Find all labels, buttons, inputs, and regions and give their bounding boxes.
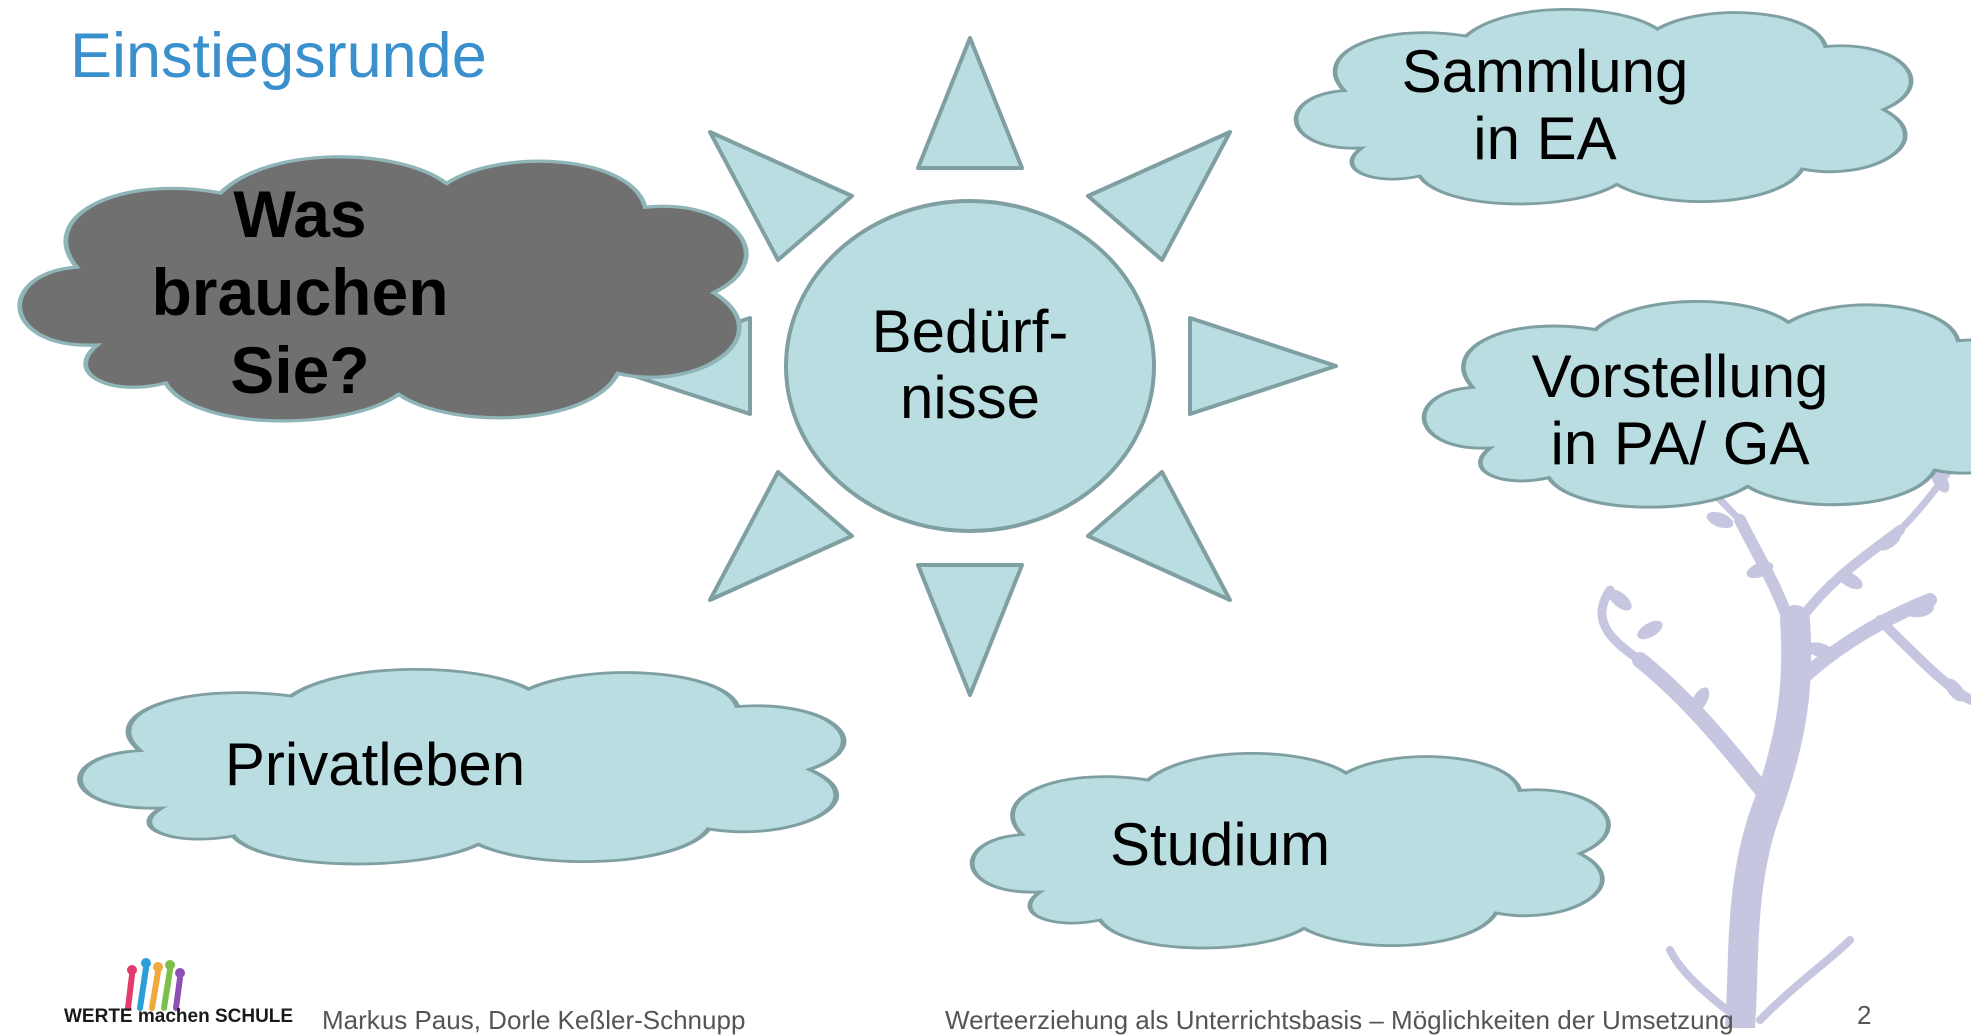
vorstellung-line-2: in PA/ GA (1550, 410, 1810, 477)
ray-top-left (708, 130, 854, 262)
ray-top-right (1086, 130, 1232, 262)
sammlung-text: Sammlung in EA (1350, 35, 1740, 175)
question-line-2: brauchen (151, 255, 449, 330)
sun-center (784, 199, 1156, 533)
question-text: Was brauchen Sie? (100, 168, 500, 418)
question-line-3: Sie? (230, 332, 370, 407)
privatleben-text: Privatleben (224, 731, 526, 798)
center-line-2: nisse (899, 364, 1041, 431)
sammlung-line-2: in EA (1473, 105, 1617, 172)
footer-authors: Markus Paus, Dorle Keßler-Schnupp (322, 1005, 746, 1035)
tree-graphic (1597, 446, 1971, 1028)
page-number: 2 (1857, 1000, 1872, 1030)
logo-figures (125, 958, 185, 1011)
vorstellung-text: Vorstellung in PA/ GA (1480, 340, 1880, 480)
ray-right (1188, 316, 1338, 416)
ray-bottom (916, 563, 1024, 697)
vorstellung-line-1: Vorstellung (1531, 342, 1829, 410)
footer-subtitle: Werteerziehung als Unterrichtsbasis – Mö… (945, 1005, 1734, 1035)
studium-text: Studium (1109, 811, 1331, 878)
ray-bottom-right (1086, 470, 1232, 602)
question-line-1: Was (233, 177, 367, 252)
sammlung-line-1: Sammlung (1401, 37, 1689, 105)
ray-top (916, 36, 1024, 170)
ray-bottom-left (708, 470, 854, 602)
sun-center-text: Bedürf- nisse (820, 290, 1120, 440)
center-line-1: Bedürf- (871, 298, 1069, 365)
page-title: Einstiegsrunde (70, 21, 487, 91)
logo-text: WERTE machen SCHULE (64, 1006, 294, 1027)
